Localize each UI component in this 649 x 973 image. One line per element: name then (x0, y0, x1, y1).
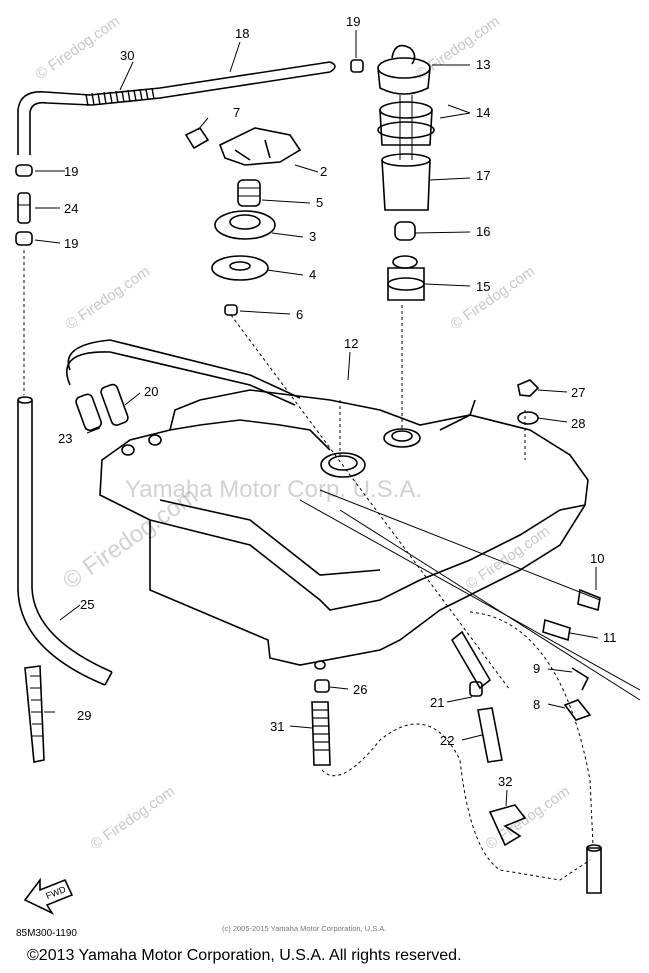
part-number-31: 31 (270, 719, 284, 734)
part-number-labels: 30 18 19 13 7 14 2 17 19 5 24 3 16 19 4 … (58, 14, 617, 789)
part-number-16: 16 (476, 224, 490, 239)
part-number-7: 7 (233, 105, 240, 120)
forward-arrow-icon: FWD (23, 877, 74, 915)
part-number-12: 12 (344, 336, 358, 351)
fuel-tank-body (65, 339, 641, 701)
watermark-8: © Firedog.com (483, 783, 574, 853)
part-number-19-top: 19 (346, 14, 360, 29)
watermark-4: © Firedog.com (448, 263, 539, 333)
diagram-part-code: 85M300-1190 (16, 928, 77, 939)
part-number-23: 23 (58, 431, 72, 446)
part-number-15: 15 (476, 279, 490, 294)
watermark-1: © Firedog.com (33, 13, 124, 83)
part-number-28: 28 (571, 416, 585, 431)
part-number-5: 5 (316, 195, 323, 210)
part-number-2: 2 (320, 164, 327, 179)
part-number-30: 30 (120, 48, 134, 63)
part-number-13: 13 (476, 57, 490, 72)
hose-25 (17, 396, 113, 686)
watermark-7: © Firedog.com (88, 783, 179, 853)
part-number-10: 10 (590, 551, 604, 566)
cap-parts (184, 126, 511, 691)
small-copyright: (c) 2005-2015 Yamaha Motor Corporation, … (222, 924, 387, 933)
part-number-27: 27 (571, 385, 585, 400)
part-number-8: 8 (533, 697, 540, 712)
part-number-29: 29 (77, 708, 91, 723)
watermark-3: © Firedog.com (63, 263, 154, 333)
right-small-parts (517, 379, 601, 721)
part-number-25: 25 (80, 597, 94, 612)
copyright-footer: ©2013 Yamaha Motor Corporation, U.S.A. A… (27, 947, 462, 964)
part-number-32: 32 (498, 774, 512, 789)
watermark-company: Yamaha Motor Corp. U.S.A. (125, 476, 422, 503)
part-number-26: 26 (353, 682, 367, 697)
breather-hose-assembly (17, 59, 364, 155)
part-number-6: 6 (296, 307, 303, 322)
part-number-4: 4 (309, 267, 316, 282)
part-number-18: 18 (235, 26, 249, 41)
part-number-17: 17 (476, 168, 490, 183)
part-number-19-left-lower: 19 (64, 236, 78, 251)
bottom-hoses (311, 611, 602, 894)
part-number-22: 22 (440, 733, 454, 748)
tie-strap-29 (24, 665, 45, 763)
leader-lines (34, 30, 599, 807)
part-number-11: 11 (603, 630, 617, 645)
fuel-pickup-parts (377, 44, 435, 430)
part-number-9: 9 (533, 661, 540, 676)
part-number-24: 24 (64, 201, 78, 216)
part-number-19-left-upper: 19 (64, 164, 78, 179)
left-joint-parts (15, 164, 33, 395)
part-number-3: 3 (309, 229, 316, 244)
part-number-14: 14 (476, 105, 490, 120)
part-number-21: 21 (430, 695, 444, 710)
part-number-20: 20 (144, 384, 158, 399)
